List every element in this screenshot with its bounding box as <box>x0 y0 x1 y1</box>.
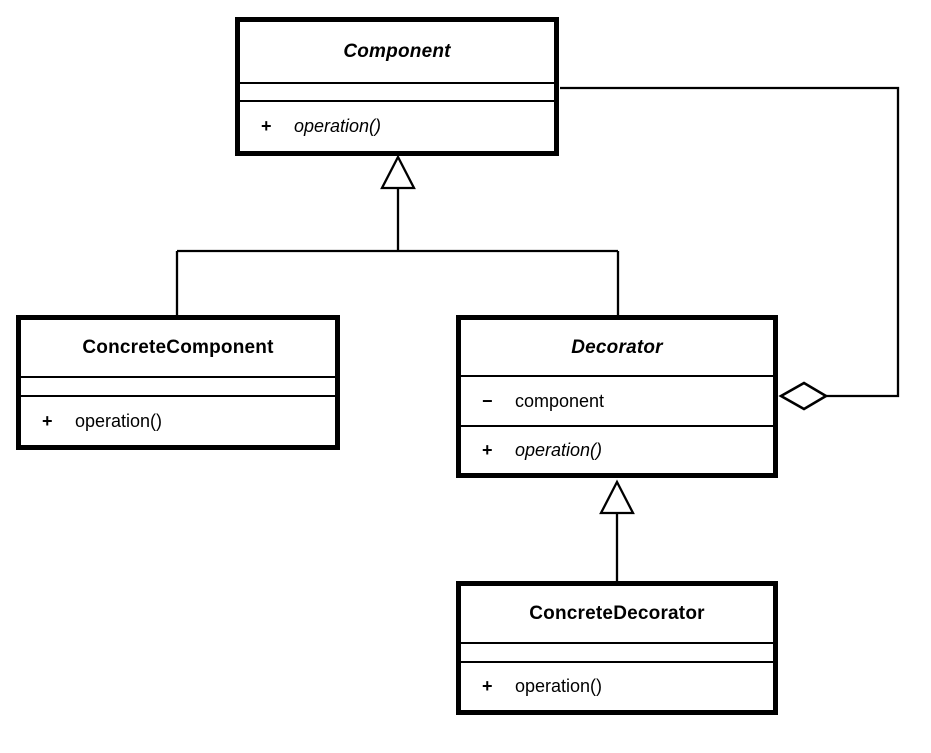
attribute-name: component <box>515 390 605 411</box>
operations-compartment: + operation() <box>21 395 335 445</box>
operations-compartment: + operation() <box>240 100 554 151</box>
class-box-concrete-component: ConcreteComponent + operation() <box>16 315 340 450</box>
attributes-compartment <box>461 642 773 661</box>
visibility-sign: + <box>482 439 493 460</box>
class-box-component: Component + operation() <box>235 17 559 156</box>
class-name: Component <box>343 41 451 62</box>
class-box-concrete-decorator: ConcreteDecorator + operation() <box>456 581 778 715</box>
operation-row: + operation() <box>461 676 773 697</box>
aggregation-diamond-icon <box>778 381 829 411</box>
aggregation-edge <box>560 86 900 398</box>
attributes-compartment <box>21 376 335 395</box>
operation-row: + operation() <box>240 116 554 137</box>
operation-signature: operation() <box>75 410 163 431</box>
attributes-compartment <box>240 82 554 100</box>
operation-row: + operation() <box>461 440 773 461</box>
class-name: ConcreteDecorator <box>529 603 705 624</box>
class-name: Decorator <box>571 336 663 358</box>
visibility-sign: + <box>261 116 272 136</box>
generalization-triangle-icon <box>380 154 416 190</box>
generalization-edge-to-component <box>175 188 620 316</box>
class-box-decorator: Decorator − component + operation() <box>456 315 778 478</box>
attributes-compartment: − component <box>461 375 773 425</box>
class-name: ConcreteComponent <box>82 337 274 358</box>
operations-compartment: + operation() <box>461 661 773 710</box>
operation-row: + operation() <box>21 411 335 432</box>
visibility-sign: − <box>482 390 493 411</box>
operation-signature: operation() <box>294 116 382 136</box>
operations-compartment: + operation() <box>461 425 773 473</box>
operation-signature: operation() <box>515 676 603 696</box>
visibility-sign: + <box>482 676 493 696</box>
generalization-triangle-icon <box>599 479 635 515</box>
operation-signature: operation() <box>515 439 603 460</box>
attribute-row: − component <box>461 391 773 412</box>
visibility-sign: + <box>42 410 53 431</box>
